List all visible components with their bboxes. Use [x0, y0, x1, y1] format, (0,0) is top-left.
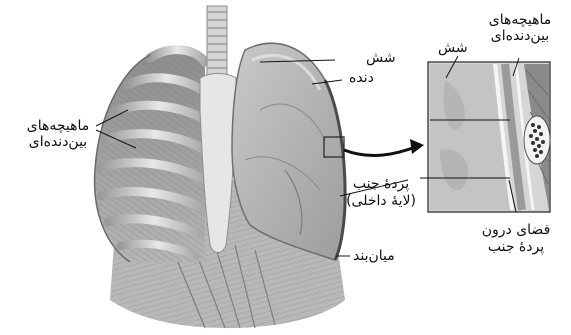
label-pleura-2: (لایهٔ داخلی)	[335, 193, 427, 209]
label-intercostal-right-2: بین‌دنده‌ای	[474, 28, 566, 44]
label-intercostal-left-2: بین‌دنده‌ای	[18, 134, 98, 150]
label-lung: شش	[366, 50, 396, 66]
label-lung-zoom: شش	[438, 40, 468, 56]
label-pleural-space-1: فضای درون	[474, 222, 558, 238]
label-intercostal-right-1: ماهیچه‌های	[474, 12, 566, 28]
zoom-inset	[428, 62, 550, 212]
label-pleural-space-2: پردهٔ جنب	[474, 239, 558, 255]
zoom-arrow	[344, 139, 424, 156]
label-diaphragm: میان‌بند	[353, 248, 395, 264]
label-intercostal-left-1: ماهیچه‌های	[18, 118, 98, 134]
label-rib: دنده	[349, 70, 374, 86]
label-pleura-1: پردهٔ جنب	[335, 176, 427, 192]
rib-cage-left	[95, 50, 205, 262]
